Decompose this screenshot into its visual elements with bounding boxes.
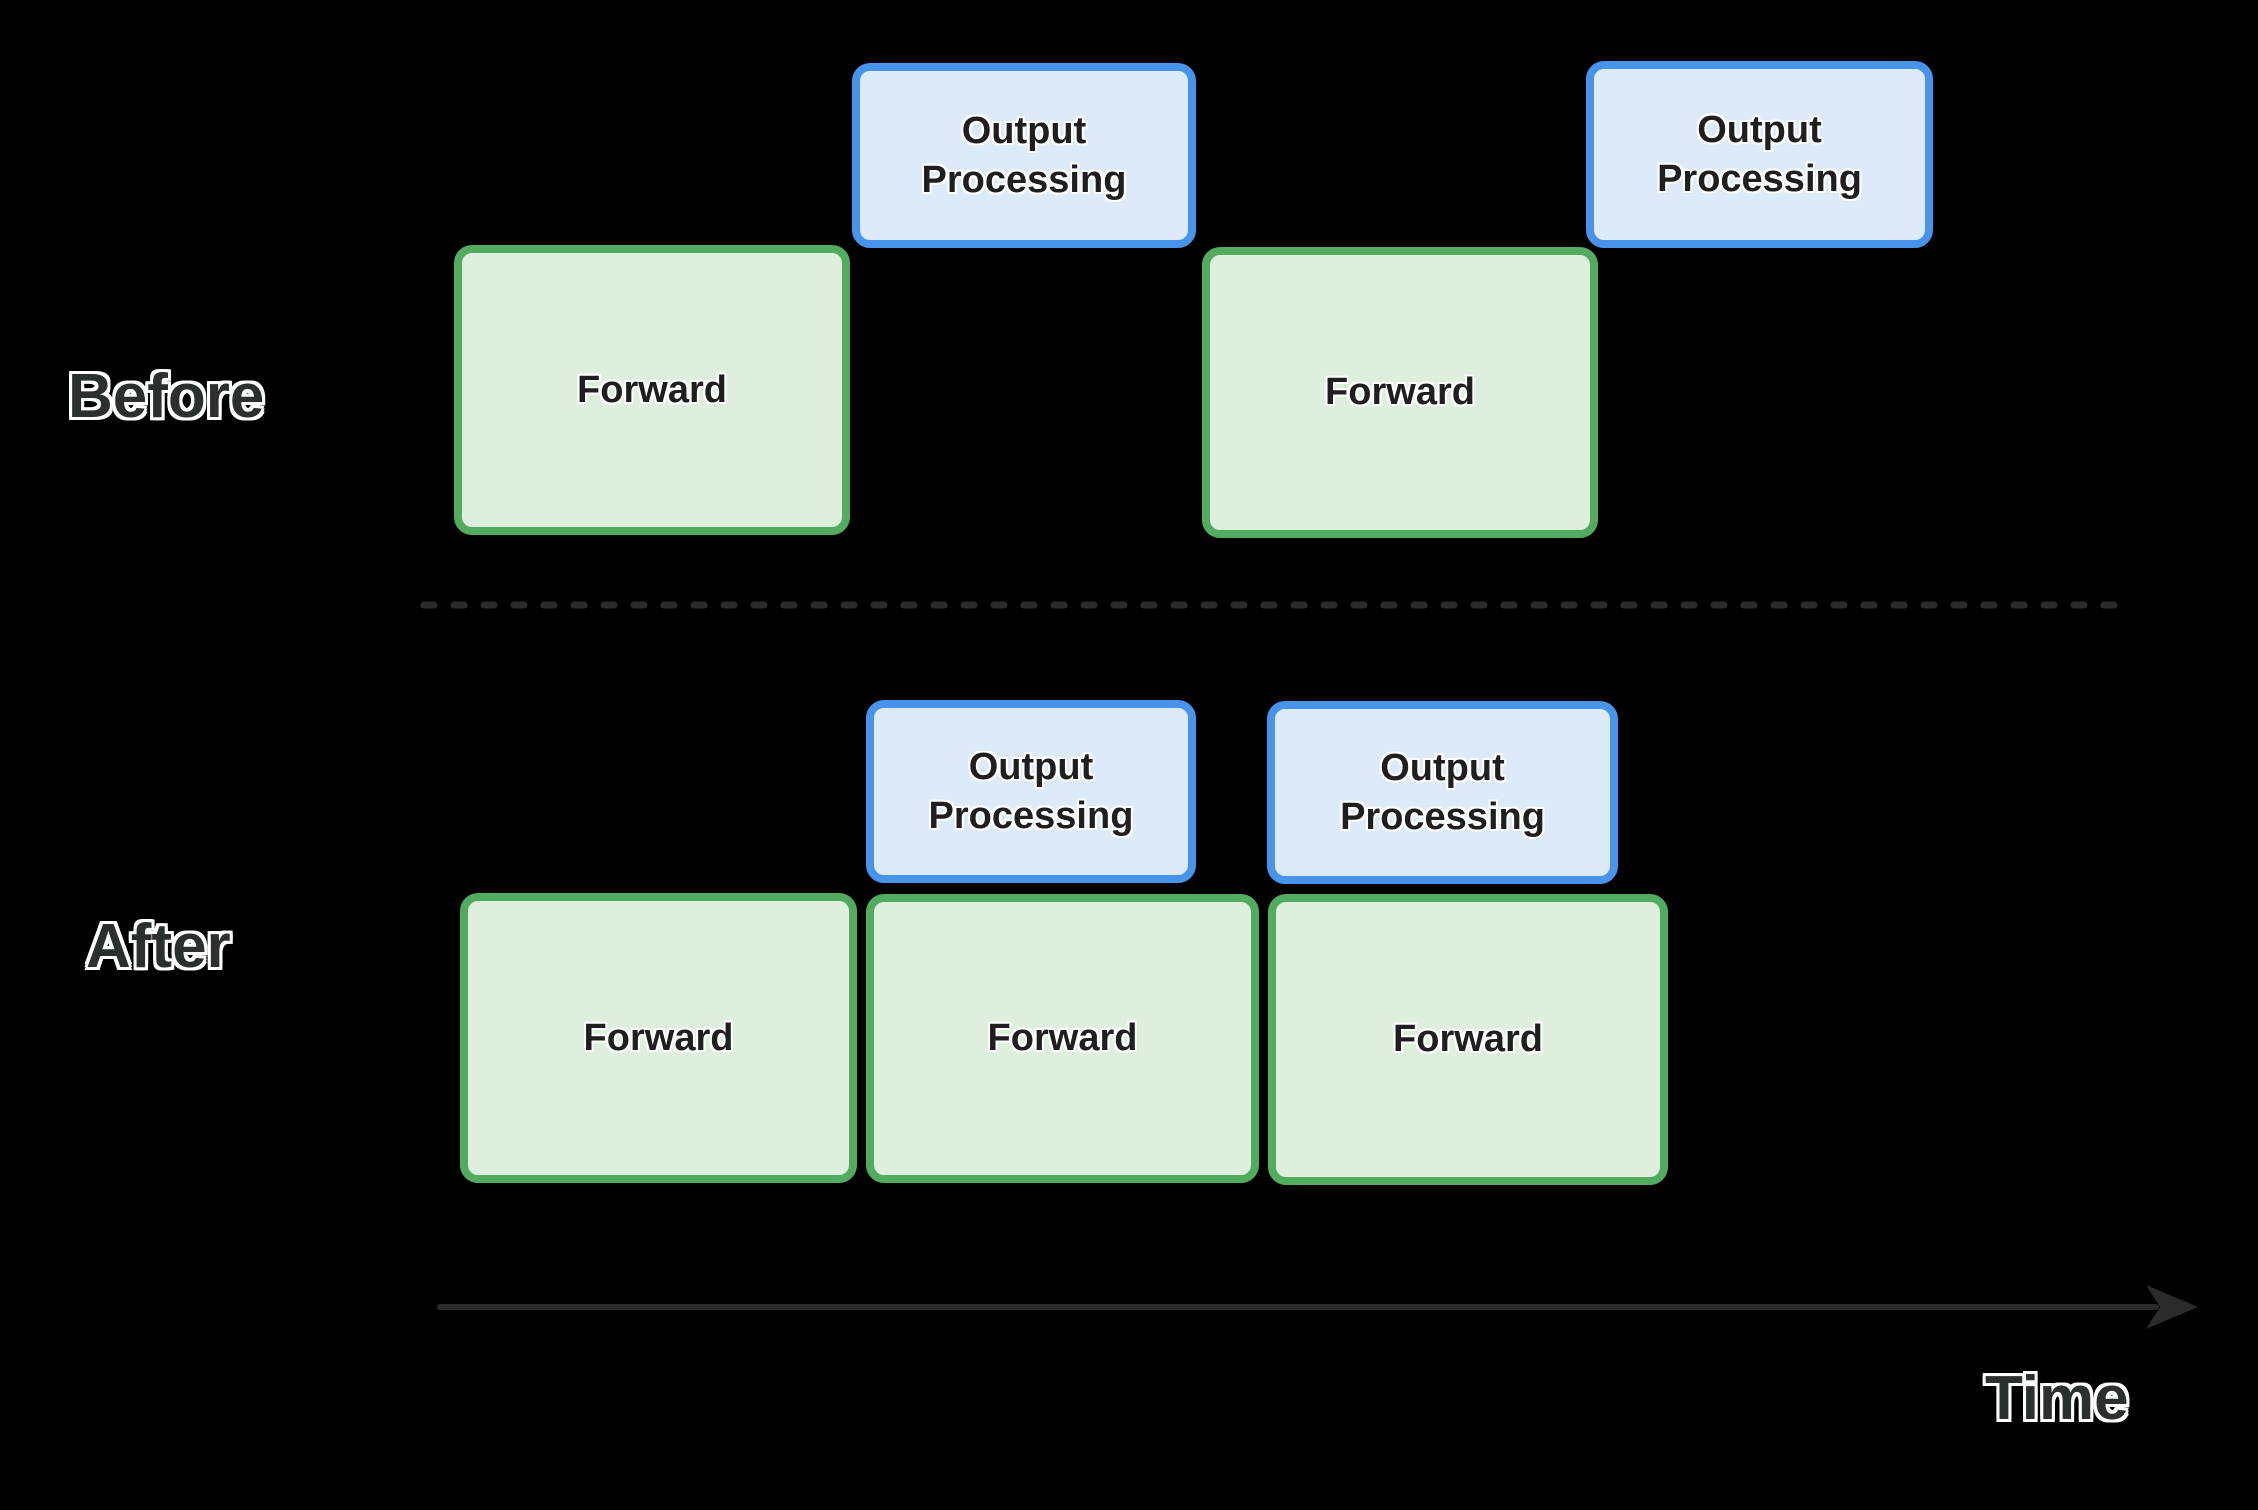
- forward-block-label: Forward: [987, 1017, 1138, 1060]
- before-output-processing-block-1: Output Processing: [852, 63, 1196, 248]
- time-axis-arrow-right-icon: [437, 1285, 2198, 1329]
- output-processing-block-label: Output Processing: [921, 109, 1127, 201]
- forward-block-label: Forward: [583, 1016, 734, 1059]
- before-forward-block-2: Forward: [1202, 247, 1598, 538]
- forward-block-label: Forward: [1393, 1018, 1543, 1061]
- output-processing-block-label: Output Processing: [928, 745, 1134, 837]
- time-axis-label: Time: [1985, 1364, 2129, 1433]
- forward-block-label: Forward: [1325, 371, 1475, 414]
- output-processing-block-label: Output Processing: [1340, 746, 1545, 838]
- output-processing-block-label: Output Processing: [1657, 108, 1862, 200]
- after-output-processing-block-1: Output Processing: [866, 700, 1196, 883]
- forward-block-label: Forward: [577, 368, 727, 411]
- before-row-label: Before: [68, 362, 265, 431]
- after-row-label: After: [86, 912, 231, 981]
- after-forward-block-3: Forward: [1268, 894, 1668, 1185]
- before-output-processing-block-2: Output Processing: [1586, 61, 1933, 248]
- after-forward-block-1: Forward: [460, 893, 857, 1183]
- before-forward-block-1: Forward: [454, 245, 850, 535]
- row-divider-dashed-line: [420, 601, 2128, 609]
- after-output-processing-block-2: Output Processing: [1267, 701, 1618, 884]
- after-forward-block-2: Forward: [866, 894, 1259, 1183]
